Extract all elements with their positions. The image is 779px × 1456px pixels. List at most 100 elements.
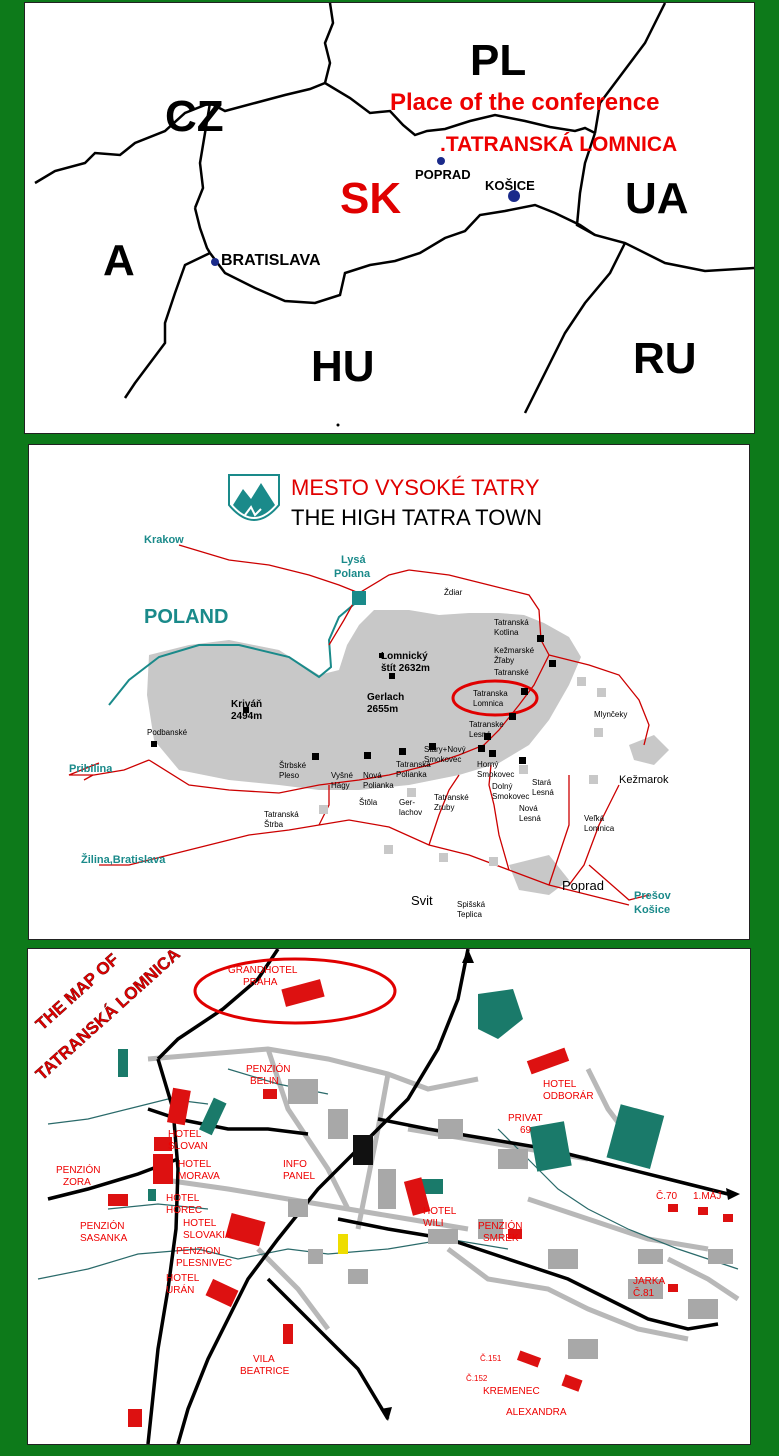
grandhotel-highlight-ellipse — [193, 957, 397, 1025]
city-dot-kosice — [508, 190, 520, 202]
place-kezmarske-2: Žľaby — [494, 656, 514, 665]
place-polianka-1: Tatranská — [396, 760, 431, 769]
place-gerlachov-1: Ger- — [399, 798, 415, 807]
label-odborar-2: ODBORÁR — [543, 1089, 594, 1102]
place-kotlina-1: Tatranská — [494, 618, 529, 627]
lomnica-town-map-panel: THE MAP OF TATRANSKÁ LOMNICA GRANDHOTEL … — [27, 948, 751, 1445]
label-sasanka-1: PENZIÓN — [80, 1219, 124, 1232]
label-jarka-1: JARKA — [633, 1276, 666, 1287]
country-label-sk: SK — [340, 174, 401, 223]
country-label-hu: HU — [311, 342, 375, 391]
place-smokovec-2: Smokovec — [424, 755, 461, 764]
label-alexandra: ALEXANDRA — [506, 1407, 567, 1418]
place-smokovec-1: Stary+Nový — [424, 745, 466, 754]
lysa-polana-marker — [352, 591, 366, 605]
place-stara-1: Stará — [532, 778, 552, 787]
place-zdiar: Ždiar — [444, 588, 463, 597]
peak-krivan-2: 2494m — [231, 711, 262, 722]
label-horec-1: HOTEL — [166, 1193, 200, 1204]
lomnica-town-map: THE MAP OF TATRANSKÁ LOMNICA GRANDHOTEL … — [32, 949, 740, 1444]
town-logo — [228, 474, 280, 521]
label-morava-2: MORAVA — [178, 1171, 220, 1182]
place-spisska-1: Spišská — [457, 900, 486, 909]
label-slovan-1: HOTEL — [168, 1129, 202, 1140]
country-label-ru: RU — [633, 334, 697, 383]
place-lomnica-2: Lomnica — [473, 699, 504, 708]
place-nova-lesna-2: Lesná — [519, 814, 541, 823]
label-info-2: PANEL — [283, 1171, 315, 1182]
country-label-a: A — [103, 236, 135, 285]
label-smrek-2: SMREK — [483, 1233, 519, 1244]
label-zora-2: ZORA — [63, 1177, 91, 1188]
label-morava-1: HOTEL — [178, 1159, 212, 1170]
country-label-ua: UA — [625, 174, 689, 223]
border-sk-west — [193, 207, 212, 254]
label-smrek-1: PENZIÓN — [478, 1219, 522, 1232]
place-lesna-2: Lesná — [469, 730, 491, 739]
place-strbske-2: Pleso — [279, 771, 300, 780]
label-horec-2: HOREC — [166, 1205, 202, 1216]
city-label-poprad: POPRAD — [415, 167, 471, 182]
border-ua — [575, 132, 754, 273]
high-tatra-map: MESTO VYSOKÉ TATRY THE HIGH TATRA TOWN — [68, 474, 672, 919]
label-zora-1: PENZIÓN — [56, 1163, 100, 1176]
high-tatra-map-panel: MESTO VYSOKÉ TATRY THE HIGH TATRA TOWN — [28, 444, 750, 940]
place-polianka-2: Polianka — [396, 770, 427, 779]
place-nova-2: Polianka — [363, 781, 394, 790]
country-label-poland: POLAND — [144, 606, 228, 628]
overview-map: PL CZ SK UA A HU RU Place of the confere… — [34, 3, 754, 427]
border-sk-south — [209, 203, 596, 305]
poprad-area — [509, 855, 569, 895]
place-podbanske: Podbanské — [147, 728, 188, 737]
place-vysne-2: Hágy — [331, 781, 350, 790]
venue-label: .TATRANSKÁ LOMNICA — [440, 133, 677, 156]
edge-label-polana: Polana — [334, 568, 371, 580]
conference-label: Place of the conference — [390, 89, 659, 116]
place-poprad: Poprad — [562, 878, 604, 893]
place-strbske-1: Štrbské — [279, 761, 307, 770]
place-gerlachov-2: lachov — [399, 808, 422, 817]
place-nova-1: Nová — [363, 771, 382, 780]
place-zruby-1: Tatranské — [434, 793, 469, 802]
place-zruby-2: Zruby — [434, 803, 454, 812]
edge-label-krakow: Krakow — [144, 534, 184, 546]
place-velka-1: Veľká — [584, 814, 605, 823]
hotel-buildings — [108, 979, 733, 1427]
peak-krivan-1: Kriváň — [231, 699, 262, 710]
label-plesnivec-1: PENZION — [176, 1246, 220, 1257]
place-kezmarske-1: Kežmarské — [494, 646, 535, 655]
peak-gerlach-1: Gerlach — [367, 692, 404, 703]
edge-label-presov: Prešov — [634, 890, 672, 902]
place-horny-2: Smokovec — [477, 770, 514, 779]
place-stara-2: Lesná — [532, 788, 554, 797]
border-pl-top — [323, 3, 335, 84]
place-kezmarok: Kežmarok — [619, 774, 669, 786]
label-uran-2: URÁN — [166, 1283, 194, 1296]
label-slovakia-1: HOTEL — [183, 1218, 217, 1229]
border-hu-ru — [523, 242, 627, 414]
place-nova-lesna-1: Nová — [519, 804, 538, 813]
place-stola: Štôla — [359, 798, 378, 807]
place-dolny-1: Dolný — [492, 782, 512, 791]
peak-lomnicky-2: štít 2632m — [381, 663, 430, 674]
edge-label-zilina: Žilina,Bratislava — [81, 853, 166, 866]
country-label-pl: PL — [470, 36, 526, 85]
border-cz-west — [193, 102, 212, 209]
place-strba-2: Štrba — [264, 820, 284, 829]
label-odborar-1: HOTEL — [543, 1079, 577, 1090]
edge-label-lysa: Lysá — [341, 554, 367, 566]
border-north — [34, 81, 596, 185]
place-strba-1: Tatranská — [264, 810, 299, 819]
city-dot-bratislava — [211, 258, 219, 266]
label-slovakia-2: SLOVAKIA — [183, 1230, 232, 1241]
label-wili-1: HOTEL — [423, 1206, 457, 1217]
lomnica-highlight-ellipse — [451, 679, 539, 717]
label-grandhotel-2: PRAHA — [243, 977, 278, 988]
place-tatranske: Tatranské — [494, 668, 529, 677]
border-a-hu — [123, 251, 211, 399]
label-c151: Č.151 — [480, 1354, 502, 1363]
station-markers — [151, 635, 556, 764]
teal-buildings — [118, 989, 665, 1201]
edge-label-pribilina: Pribilina — [69, 763, 113, 775]
label-c70: Č.70 — [656, 1189, 678, 1202]
